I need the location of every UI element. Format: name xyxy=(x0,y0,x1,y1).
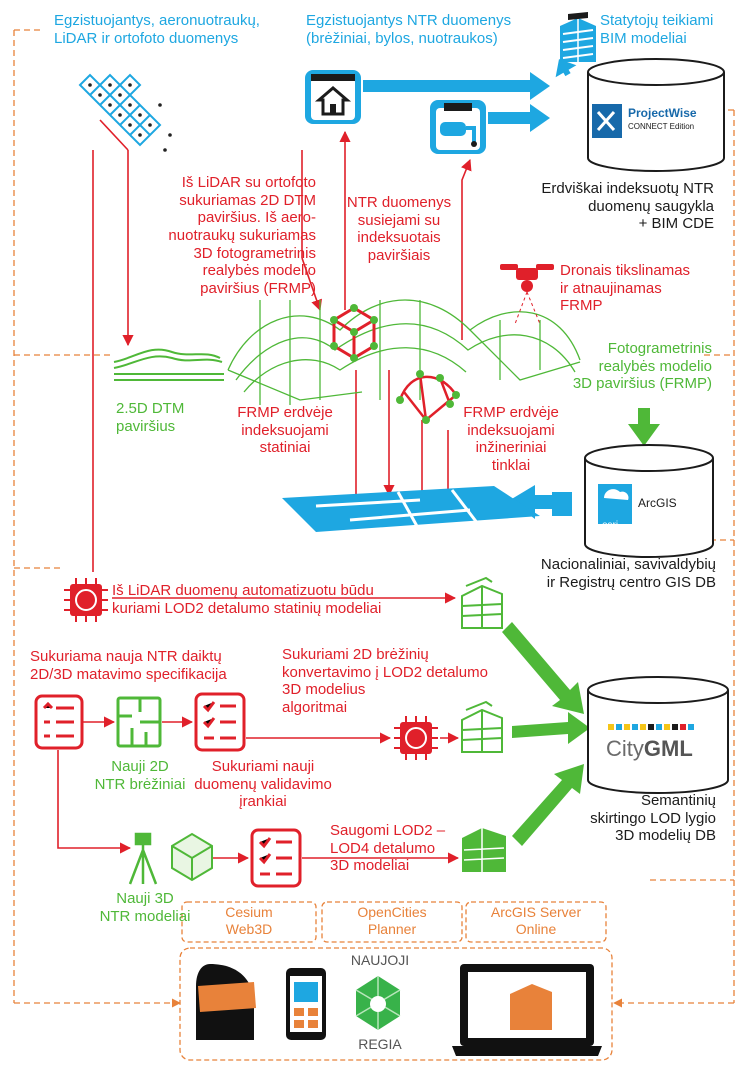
platform-arcgis-server: ArcGIS Server Online xyxy=(490,904,582,937)
citygml-caption: Semantinių skirtingo LOD lygio 3D modeli… xyxy=(590,792,716,845)
frmp-networks-label: FRMP erdvėje indeksuojami inžineriniai t… xyxy=(463,404,559,475)
citygml-database-icon xyxy=(587,676,729,794)
regia-bottom-label: REGIA xyxy=(358,1036,402,1052)
source-ntr-data-label: Egzistuojantys NTR duomenys (brėžiniai, … xyxy=(306,12,512,47)
engineering-networks-icon xyxy=(396,370,460,424)
wireframe-cube-icon xyxy=(330,304,378,362)
spec-flow-lines xyxy=(57,716,460,864)
city-map-icon xyxy=(282,486,540,532)
building-model-icon xyxy=(461,576,503,629)
dtm-label: 2.5D DTM paviršius xyxy=(116,400,185,435)
frmp-surface-label: Fotogrametrinis realybės modelio 3D pavi… xyxy=(572,340,712,393)
checklist-icon xyxy=(194,692,246,752)
platform-boxes xyxy=(179,901,613,1061)
chip-icon xyxy=(394,716,438,760)
frmp-buildings-label: FRMP erdvėje indeksuojami statiniai xyxy=(237,404,333,457)
conversion-label: Sukuriami 2D brėžinių konvertavimo į LOD… xyxy=(282,646,488,717)
smartphone-icon xyxy=(286,968,326,1040)
building-model-icon xyxy=(462,828,506,872)
citygml-logo-gml: GML xyxy=(643,736,693,761)
point-grid-icon xyxy=(78,73,172,152)
projectwise-logo-sub: CONNECT Edition xyxy=(628,122,695,131)
pipe-plan-icon xyxy=(430,100,486,154)
red-connectors xyxy=(92,119,472,604)
platform-cesium: Cesium Web3D xyxy=(225,904,273,937)
new-3d-label: Nauji 3D NTR modeliai xyxy=(99,890,191,925)
dtm-terrain-icon xyxy=(113,348,224,381)
citygml-logo: CityGML xyxy=(606,736,693,762)
stored-lod-label: Saugomi LOD2 – LOD4 detalumo 3D modeliai xyxy=(330,822,446,875)
validation-label: Sukuriami nauji duomenų validavimo įrank… xyxy=(194,758,332,811)
arcgis-logo-text: ArcGIS xyxy=(638,496,677,510)
regia-logo xyxy=(355,976,401,1030)
chip-icon xyxy=(64,578,108,622)
frmp-mesh-surface xyxy=(227,299,581,405)
new-2d-label: Nauji 2D NTR brėžiniai xyxy=(94,758,186,793)
green-arrows-to-citygml xyxy=(502,622,590,846)
drone-icon xyxy=(500,264,554,325)
checklist-icon xyxy=(250,828,302,888)
cube-model-icon xyxy=(171,832,213,882)
lidar-process-label: Iš LiDAR su ortofoto sukuriamas 2D DTM p… xyxy=(168,174,316,298)
arcgis-caption: Nacionaliniai, savivaldybių ir Registrų … xyxy=(540,556,716,591)
house-plan-icon xyxy=(305,70,361,124)
vr-headset-icon xyxy=(196,964,256,1040)
laptop-icon xyxy=(452,964,602,1056)
projectwise-caption: Erdviškai indeksuotų NTR duomenų saugykl… xyxy=(541,180,714,233)
projectwise-logo-text: ProjectWise xyxy=(628,106,697,120)
database-icon xyxy=(587,58,725,172)
source-bim-label: Statytojų teikiami BIM modeliai xyxy=(600,12,714,47)
esri-logo-text: esri xyxy=(602,520,619,531)
ntr-linked-label: NTR duomenys susiejami su indeksuotais p… xyxy=(346,194,452,265)
building-model-icon xyxy=(461,700,503,753)
lod2-auto-label: Iš LiDAR duomenų automatizuotu būdu kuri… xyxy=(112,582,382,617)
checklist-icon xyxy=(34,694,84,750)
green-down-arrow xyxy=(628,408,660,446)
platform-opencities: OpenCities Planner xyxy=(357,904,427,937)
drone-label: Dronais tikslinamas ir atnaujinamas FRMP xyxy=(560,262,691,315)
source-aerial-lidar-label: Egzistuojantys, aeronuotraukų, LiDAR ir … xyxy=(54,12,260,47)
surveyor-tripod-icon xyxy=(128,832,158,885)
citygml-logo-city: City xyxy=(606,736,644,761)
new-spec-label: Sukuriama nauja NTR daiktų 2D/3D matavim… xyxy=(30,648,227,683)
bim-building-icon xyxy=(560,12,596,62)
arcgis-database-icon xyxy=(584,444,714,558)
regia-top-label: NAUJOJI xyxy=(350,952,410,968)
floorplan-icon xyxy=(116,696,162,748)
